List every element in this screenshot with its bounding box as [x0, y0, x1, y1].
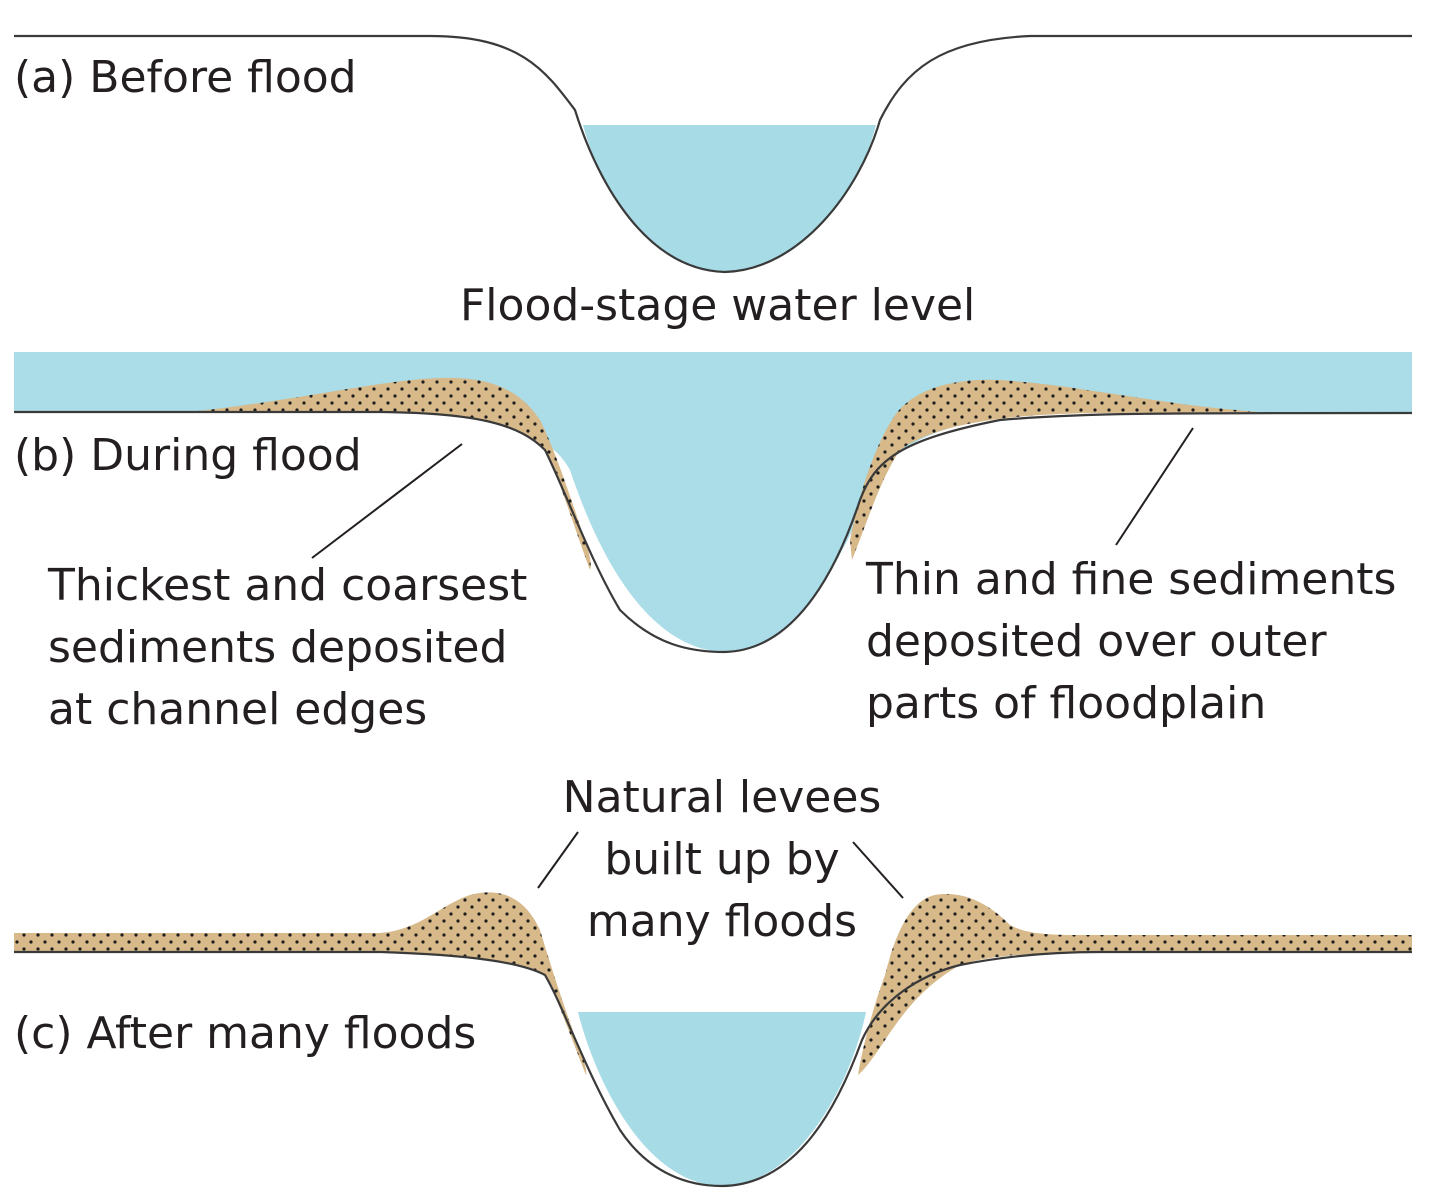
panel-b-left-note-line-3: at channel edges	[48, 684, 427, 735]
panel-c-right-levee-leader	[852, 841, 904, 899]
panel-c-sediment-left	[14, 892, 587, 1075]
panel-a-ground-profile	[14, 34, 1412, 274]
panel-b: Flood-stage water level (b) During flood…	[14, 280, 1413, 735]
panel-b-label: (b) During flood	[14, 430, 362, 481]
panel-c: Natural levees built up by many floods (…	[14, 772, 1412, 1188]
panel-b-water-level-label: Flood-stage water level	[460, 280, 975, 331]
panel-c-left-levee-leader	[537, 831, 579, 889]
panel-c-label: (c) After many floods	[14, 1008, 476, 1059]
panel-a: (a) Before flood	[14, 34, 1412, 274]
panel-c-levee-note-line-3: many floods	[587, 896, 857, 947]
panel-b-right-leader	[1115, 427, 1194, 546]
panel-c-sediment-right	[858, 894, 1412, 1075]
panel-b-left-note-line-2: sediments deposited	[48, 622, 507, 673]
panel-b-sediment-right	[850, 379, 1260, 560]
panel-b-right-note-line-3: parts of floodplain	[866, 678, 1266, 729]
panel-a-label: (a) Before flood	[14, 52, 357, 103]
panel-c-levee-note-line-1: Natural levees	[563, 772, 882, 823]
panel-c-levee-note-line-2: built up by	[604, 834, 839, 885]
panel-b-left-note-line-1: Thickest and coarsest	[47, 560, 527, 611]
panel-c-water	[578, 1012, 866, 1186]
panel-b-ground-profile	[14, 410, 1413, 654]
panel-b-right-note-line-1: Thin and fine sediments	[865, 554, 1396, 605]
panel-b-flood-water	[14, 352, 1412, 652]
panel-a-water	[583, 125, 876, 272]
panel-c-ground-profile	[14, 950, 1412, 1188]
panel-b-right-note-line-2: deposited over outer	[866, 616, 1327, 667]
panel-b-left-leader	[311, 443, 463, 559]
